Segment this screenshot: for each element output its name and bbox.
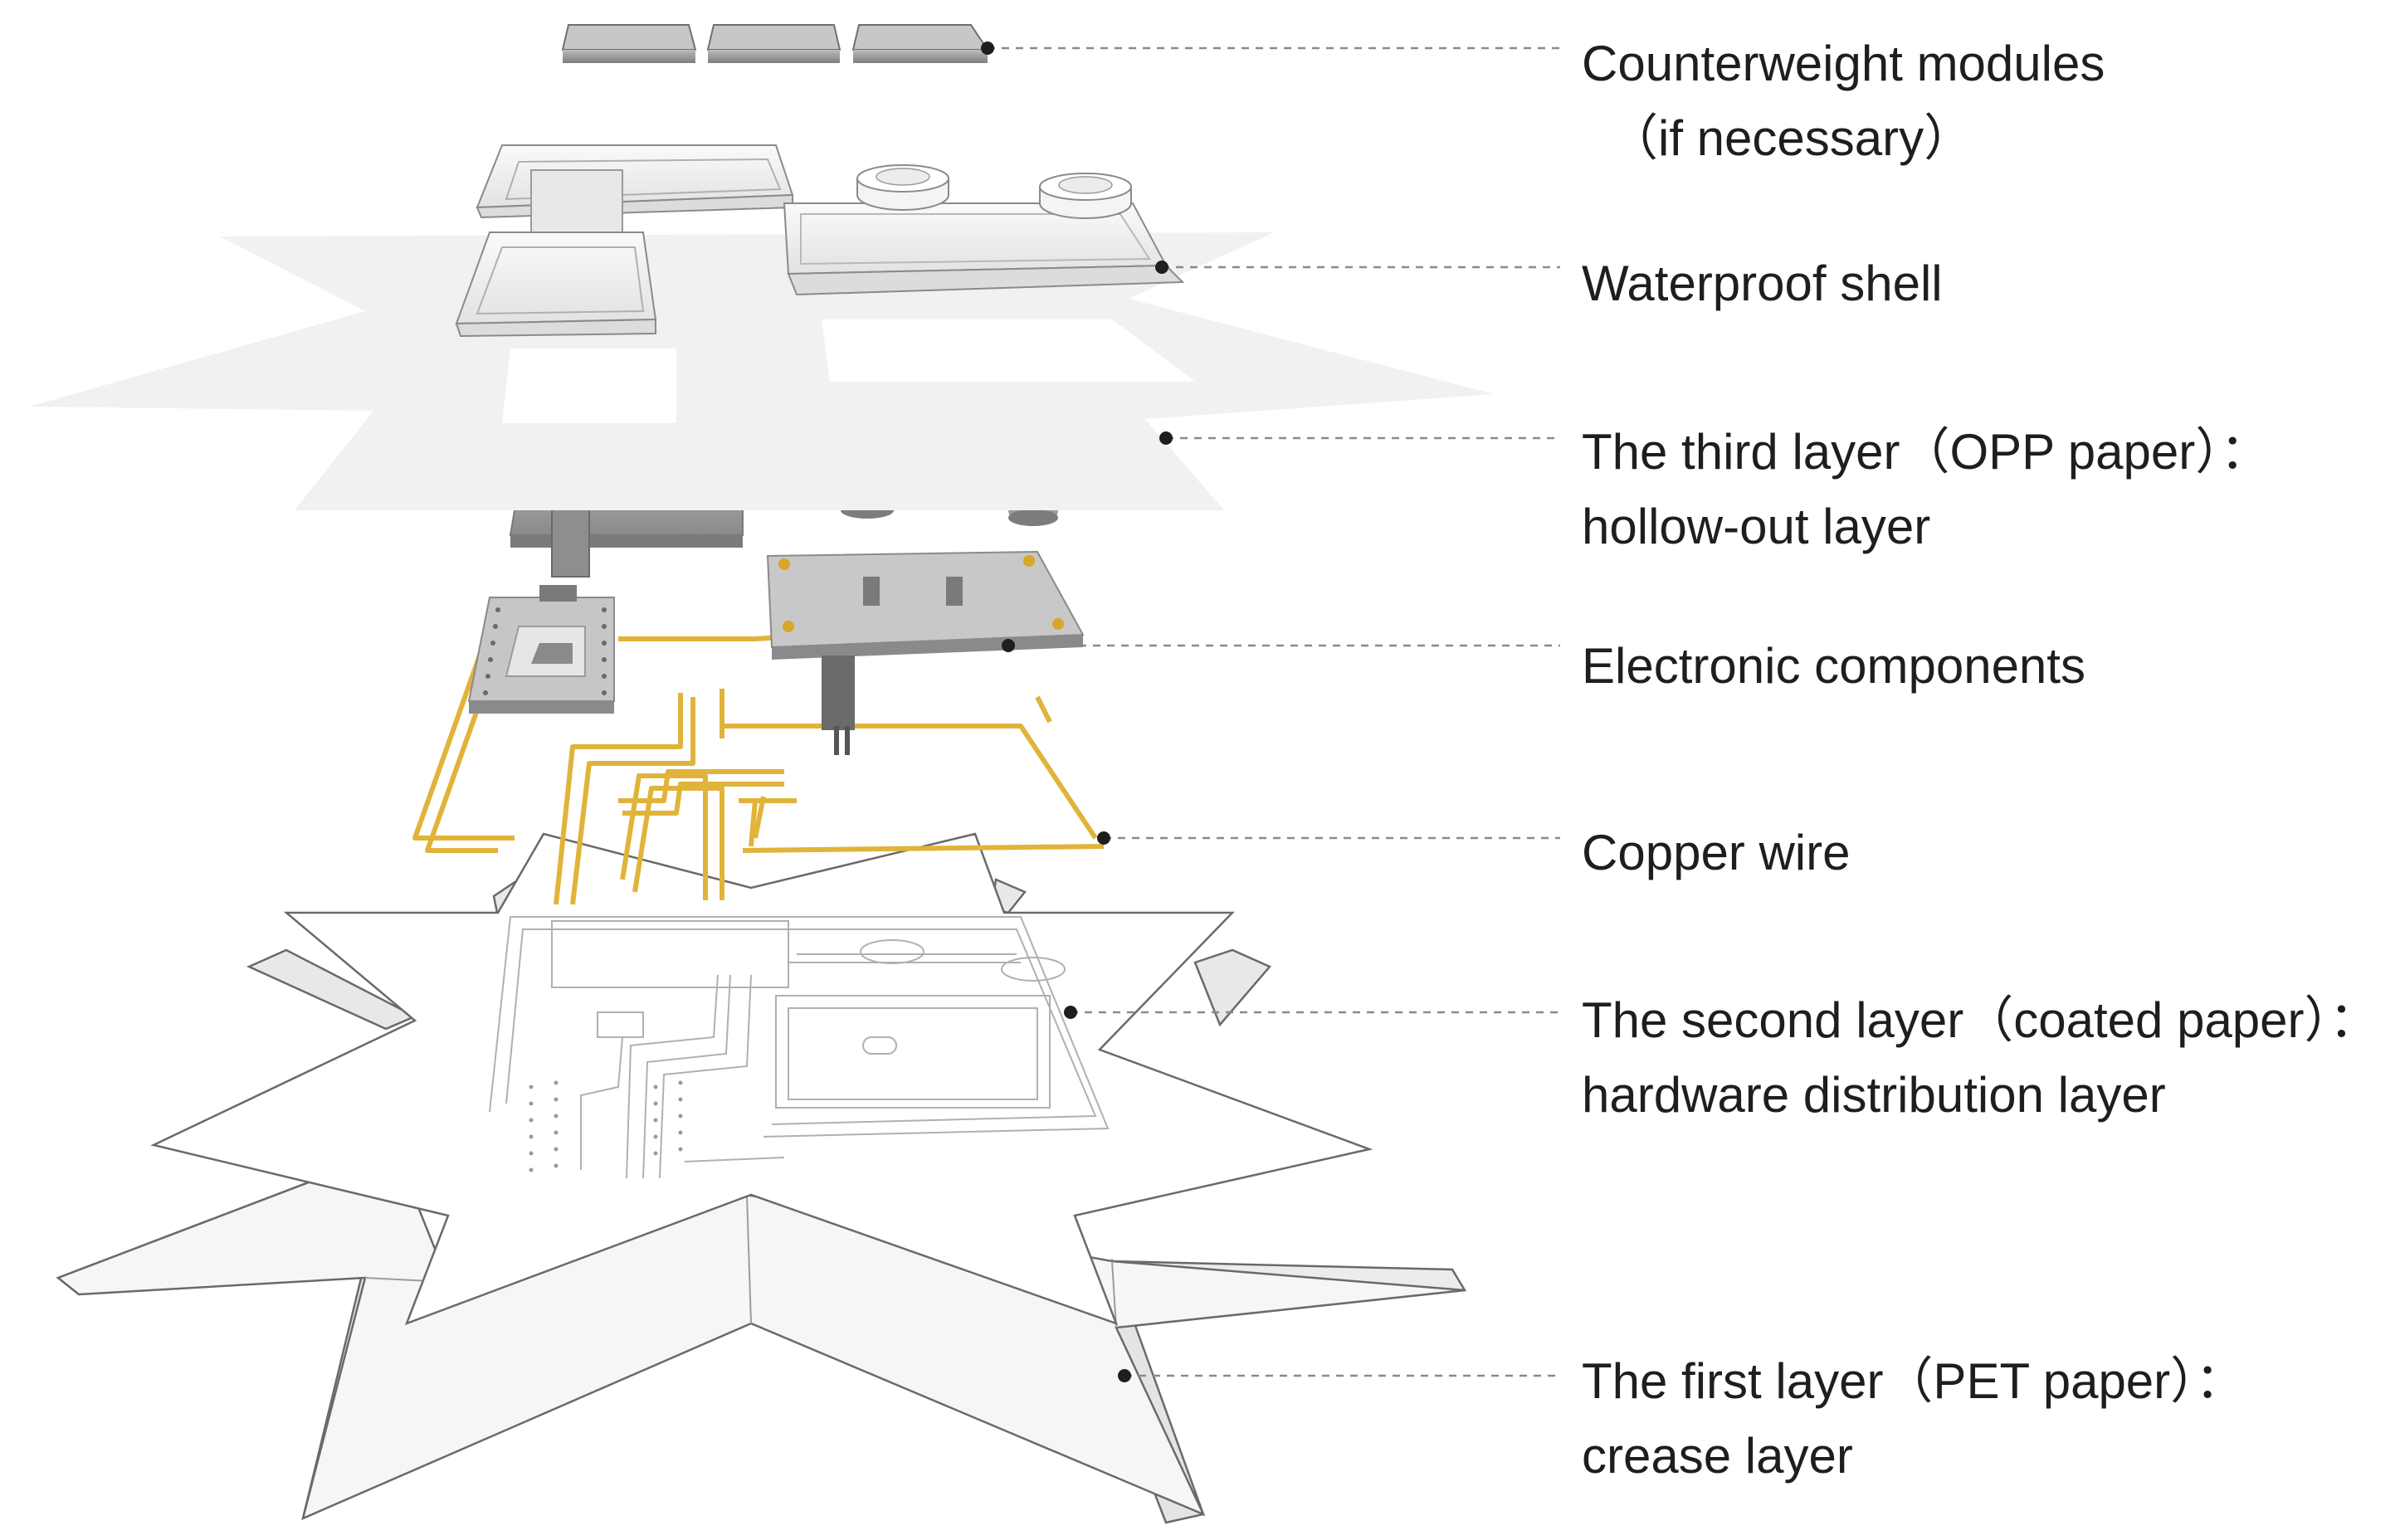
label-second-layer-line1: The second layer（coated paper）： [1582, 992, 2379, 1048]
label-first-layer-line2: crease layer [1582, 1428, 1853, 1484]
label-copper-wire: Copper wire [1582, 816, 1850, 890]
label-second-layer: The second layer（coated paper）： hardware… [1582, 983, 2379, 1133]
label-counterweight-modules: Counterweight modules （if necessary） [1582, 27, 2105, 176]
label-copper-wire-line1: Copper wire [1582, 825, 1851, 880]
label-second-layer-line2: hardware distribution layer [1582, 1067, 2166, 1123]
label-third-layer: The third layer（OPP paper）： hollow-out l… [1582, 415, 2270, 564]
label-electronic-components: Electronic components [1582, 629, 2085, 704]
label-first-layer-line1: The first layer（PET paper）： [1582, 1353, 2246, 1409]
label-counterweight-line1: Counterweight modules [1582, 36, 2105, 91]
first-layer-pet-paper [56, 1143, 1467, 1524]
label-first-layer: The first layer（PET paper）： crease layer [1582, 1344, 2245, 1494]
callout-dots [981, 41, 1173, 1382]
third-layer-opp-paper [29, 232, 1494, 510]
label-electronic-components-line1: Electronic components [1582, 638, 2085, 694]
callout-lines [988, 46, 1560, 1377]
label-waterproof-shell: Waterproof shell [1582, 246, 1943, 321]
label-counterweight-line2: （if necessary） [1608, 110, 1974, 166]
counterweight-modules [561, 24, 989, 63]
label-third-layer-line1: The third layer（OPP paper）： [1582, 424, 2271, 480]
label-waterproof-shell-line1: Waterproof shell [1582, 256, 1943, 311]
label-third-layer-line2: hollow-out layer [1582, 499, 1931, 554]
second-layer-coated-paper [150, 832, 1373, 1326]
